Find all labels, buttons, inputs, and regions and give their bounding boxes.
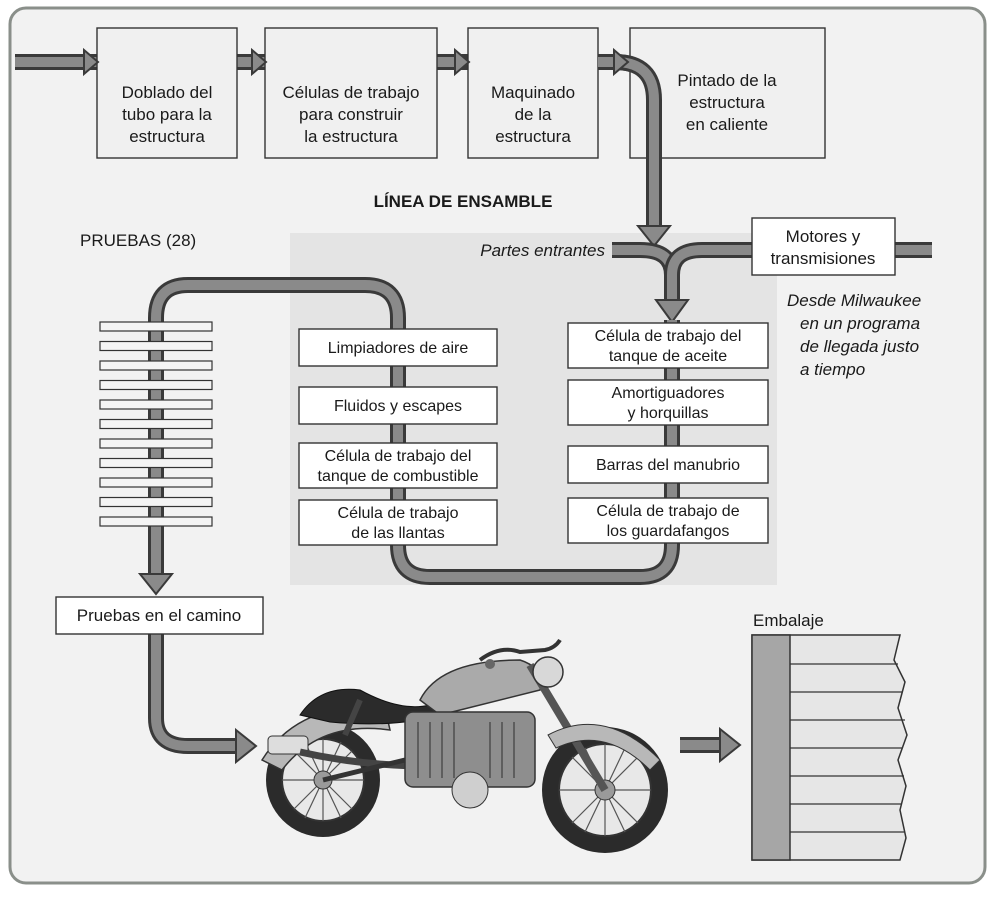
road-to-bike-arrow [235, 727, 258, 765]
frame-cells-line-1: Células de trabajo [282, 83, 419, 102]
assembly-loop-pipe [137, 277, 680, 596]
assembly-line-title: LÍNEA DE ENSAMBLE [374, 192, 553, 211]
bending-line-1: Doblado del [122, 83, 213, 102]
tests-down-arrow [137, 573, 175, 596]
shocks-line-2: y horquillas [628, 405, 709, 422]
fenders-line-1: Célula de trabajo de [596, 503, 739, 520]
tests-label: PRUEBAS (28) [80, 231, 196, 250]
test-bars-stack [99, 321, 213, 527]
wheels-line-2: de las llantas [351, 525, 444, 542]
milwaukee-line-2: en un programa [800, 314, 920, 333]
motors-line-2: transmisiones [771, 249, 876, 268]
fuel-tank-line-1: Célula de trabajo del [325, 448, 472, 465]
motors-line-1: Motores y [786, 227, 861, 246]
incoming-parts-label: Partes entrantes [480, 241, 605, 260]
motors-box: Motores y transmisiones [751, 217, 896, 276]
painting-line-3: en caliente [686, 115, 768, 134]
oil-tank-line-1: Célula de trabajo del [595, 328, 742, 345]
test-bar [99, 418, 213, 430]
top-box-bending: Doblado del tubo para la estructura [96, 27, 238, 159]
motorcycle-illustration [260, 638, 668, 853]
packaging-label: Embalaje [753, 611, 824, 630]
test-bar [99, 379, 213, 391]
right-cell-oil-tank: Célula de trabajo del tanque de aceite [567, 322, 769, 369]
left-cell-fluids: Fluidos y escapes [298, 386, 498, 425]
machining-line-3: estructura [495, 127, 571, 146]
test-bar [99, 340, 213, 352]
painting-line-2: estructura [689, 93, 765, 112]
test-bar [99, 360, 213, 371]
road-test-box: Pruebas en el camino [55, 596, 264, 635]
air-cleaners-label: Limpiadores de aire [328, 340, 469, 357]
road-test-flow [148, 632, 258, 765]
top-box-machining: Maquinado de la estructura [467, 27, 599, 159]
frame-cells-line-3: la estructura [304, 127, 398, 146]
top-box-frame-cells: Células de trabajo para construir la est… [264, 27, 438, 159]
incoming-flow [612, 242, 932, 324]
top-box-painting: Pintado de la estructura en caliente [629, 27, 826, 159]
test-bar [99, 438, 213, 449]
packaging-stack [751, 634, 908, 861]
left-cell-wheels: Célula de trabajo de las llantas [298, 499, 498, 546]
machining-line-2: de la [515, 105, 552, 124]
test-bar [99, 477, 213, 488]
test-bar [99, 496, 213, 508]
frame-cells-line-2: para construir [299, 105, 403, 124]
right-cell-handlebars: Barras del manubrio [567, 445, 769, 484]
milwaukee-line-1: Desde Milwaukee [787, 291, 921, 310]
handlebars-label: Barras del manubrio [596, 457, 740, 474]
milwaukee-line-4: a tiempo [800, 360, 865, 379]
right-cell-shocks: Amortiguadores y horquillas [567, 379, 769, 426]
bending-line-2: tubo para la [122, 105, 212, 124]
bike-to-packaging-arrow [680, 726, 742, 764]
fenders-line-2: los guardafangos [607, 523, 730, 540]
road-test-label: Pruebas en el camino [77, 606, 241, 625]
shocks-line-1: Amortiguadores [612, 385, 725, 402]
bending-line-3: estructura [129, 127, 205, 146]
fluids-label: Fluidos y escapes [334, 398, 462, 415]
fuel-tank-line-2: tanque de combustible [318, 468, 479, 485]
painting-down-arrow [635, 225, 673, 248]
oil-tank-line-2: tanque de aceite [609, 348, 727, 365]
top-arrowheads [83, 47, 673, 248]
test-bar [99, 399, 213, 410]
test-bar [99, 457, 213, 469]
test-bar [99, 516, 213, 527]
painting-line-1: Pintado de la [677, 71, 777, 90]
left-cell-fuel-tank: Célula de trabajo del tanque de combusti… [298, 442, 498, 489]
milwaukee-line-3: de llegada justo [800, 337, 919, 356]
wheels-line-1: Célula de trabajo [338, 505, 459, 522]
left-cell-air-cleaners: Limpiadores de aire [298, 328, 498, 367]
test-bar [99, 321, 213, 332]
milwaukee-note: Desde Milwaukee en un programa de llegad… [787, 291, 921, 379]
machining-line-1: Maquinado [491, 83, 575, 102]
right-cell-fenders: Célula de trabajo de los guardafangos [567, 497, 769, 544]
